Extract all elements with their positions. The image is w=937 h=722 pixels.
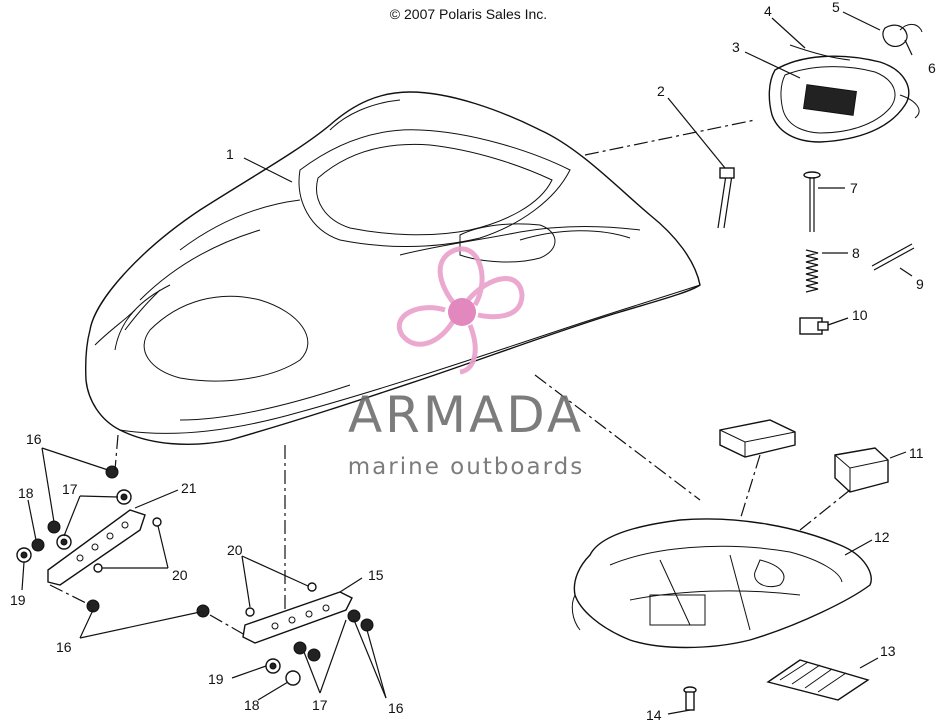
watermark-subtitle: marine outboards bbox=[348, 454, 584, 480]
part-7-bolt bbox=[803, 171, 821, 232]
callout-18-b: 18 bbox=[244, 697, 260, 713]
part-10-adjuster bbox=[799, 317, 829, 335]
part-8-spring bbox=[805, 249, 819, 293]
callout-2: 2 bbox=[657, 83, 665, 99]
part-14-screw bbox=[683, 686, 697, 711]
callout-20-b: 20 bbox=[227, 542, 243, 558]
part-13-vent bbox=[766, 659, 870, 701]
callout-15: 15 bbox=[368, 567, 384, 583]
watermark-logo: ARMADA marine outboards bbox=[348, 246, 584, 480]
callout-11: 11 bbox=[909, 445, 924, 461]
callout-7: 7 bbox=[850, 180, 858, 196]
callout-17-a: 17 bbox=[62, 481, 78, 497]
part-15-bracket bbox=[242, 591, 353, 644]
callout-19-b: 19 bbox=[208, 671, 224, 687]
callout-1: 1 bbox=[226, 146, 234, 162]
leader-lines bbox=[21, 11, 913, 715]
callout-14: 14 bbox=[646, 707, 662, 722]
part-12-tray bbox=[571, 518, 872, 649]
callout-10: 10 bbox=[852, 307, 868, 323]
callout-6: 6 bbox=[928, 60, 936, 76]
part-21-bracket bbox=[47, 509, 146, 586]
callout-8: 8 bbox=[852, 245, 860, 261]
hood-part bbox=[84, 91, 701, 446]
callout-19-a: 19 bbox=[10, 592, 26, 608]
callout-4: 4 bbox=[764, 3, 772, 19]
part-2-cable bbox=[717, 167, 735, 229]
callout-16-a: 16 bbox=[26, 431, 42, 447]
headlight-assembly bbox=[768, 23, 923, 143]
propeller-icon bbox=[396, 246, 525, 375]
callout-5: 5 bbox=[832, 0, 840, 15]
callout-13: 13 bbox=[880, 643, 896, 659]
part-11-foam-blocks bbox=[719, 419, 889, 493]
callout-9: 9 bbox=[916, 276, 924, 292]
callout-16-c: 16 bbox=[388, 700, 404, 716]
callout-18-a: 18 bbox=[18, 485, 34, 501]
callout-3: 3 bbox=[732, 39, 740, 55]
callout-labels: 1 2 3 4 5 6 7 8 9 10 11 12 13 14 15 16 1… bbox=[10, 0, 936, 722]
copyright-text: © 2007 Polaris Sales Inc. bbox=[389, 6, 548, 22]
part-9-pin bbox=[871, 243, 915, 271]
callout-20-a: 20 bbox=[172, 567, 188, 583]
callout-16-b: 16 bbox=[56, 639, 72, 655]
watermark-title: ARMADA bbox=[348, 386, 584, 444]
callout-17-b: 17 bbox=[312, 697, 328, 713]
callout-21: 21 bbox=[181, 480, 197, 496]
callout-12: 12 bbox=[874, 529, 890, 545]
